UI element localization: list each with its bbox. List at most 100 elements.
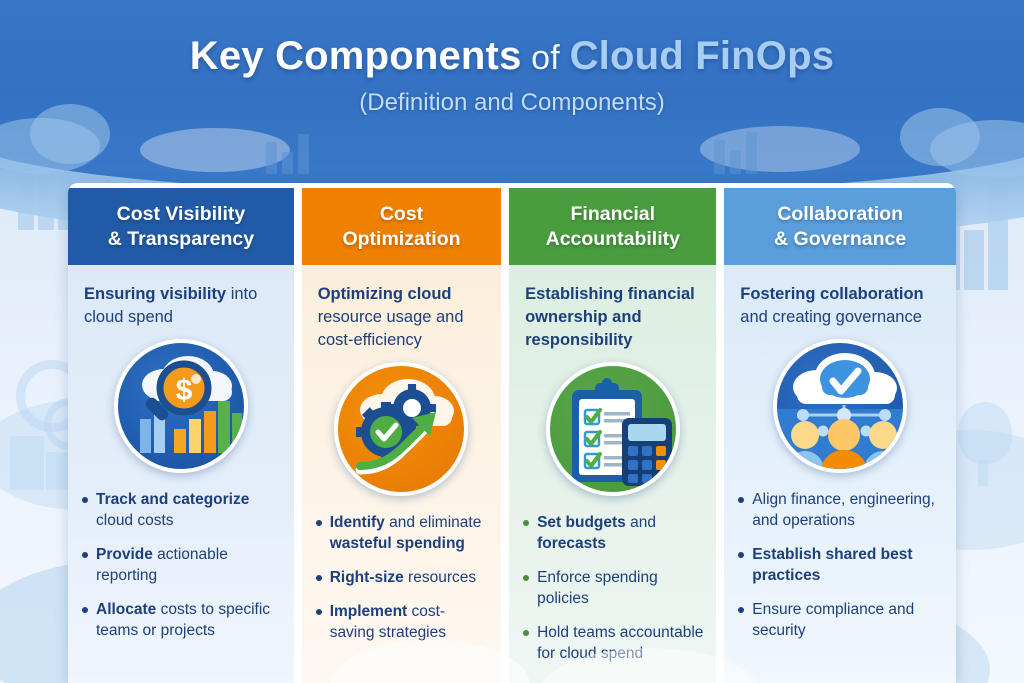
column-title-line2: Accountability	[545, 227, 680, 250]
bullet-dot-icon	[738, 497, 745, 503]
bullet-list-cost-visibility: Track and categorize cloud costs Provide…	[68, 481, 294, 683]
bullet-dot-icon	[523, 630, 530, 636]
list-item: Right-size resources	[315, 567, 490, 588]
list-item: Establish shared best practices	[738, 544, 944, 586]
page-title: Key Components of Cloud FinOps	[0, 32, 1024, 82]
title-primary: Key Components	[189, 34, 522, 78]
column-body-cost-optimization: Optimizing cloud resource usage and cost…	[301, 265, 502, 683]
bullet-bold2: wasteful spending	[329, 535, 465, 552]
bullet-dot-icon	[315, 609, 322, 615]
bullet-dot-icon	[82, 497, 88, 503]
column-description: Optimizing cloud resource usage and cost…	[302, 265, 502, 352]
list-item: Identify and eliminate wasteful spending	[315, 512, 490, 554]
column-body-financial-accountability: Establishing financial ownership and res…	[509, 265, 717, 683]
icon-zone: $	[68, 331, 294, 481]
bullet-bold: Identify	[329, 514, 385, 531]
decorative-bar	[746, 132, 757, 174]
page-subtitle: (Definition and Components)	[359, 89, 665, 116]
bullet-rest: Hold teams accountable for cloud spend	[537, 624, 704, 662]
column-header-financial-accountability: Financial Accountability	[509, 188, 717, 265]
column-description-bold: Fostering collaboration	[740, 285, 924, 303]
bullet-rest: actionable reporting	[96, 546, 228, 584]
components-card: Cost Visibility & Transparency Ensuring …	[68, 183, 956, 683]
column-divider	[501, 183, 510, 683]
icon-zone	[509, 354, 716, 504]
bullet-bold: Establish shared best practices	[752, 546, 913, 584]
column-body-cost-visibility: Ensuring visibility into cloud spend	[68, 265, 294, 683]
column-description-bold: Establishing financial ownership and res…	[525, 285, 695, 349]
decorative-tree	[958, 402, 1012, 464]
bullet-rest: resources	[403, 569, 477, 586]
column-description-rest: resource usage and cost-efficiency	[317, 308, 464, 349]
column-description-rest: and creating governance	[740, 308, 922, 326]
decorative-building	[10, 436, 44, 490]
title-connector: of	[521, 39, 570, 77]
title-accent: Cloud FinOps	[569, 34, 835, 78]
gears-check-growth-arrow-icon	[334, 362, 469, 496]
bullet-rest: and eliminate	[384, 514, 482, 531]
list-item: Enforce spending policies	[523, 567, 704, 609]
decorative-building	[46, 452, 72, 490]
list-item: Provide actionable reporting	[82, 544, 282, 586]
icon-zone	[724, 331, 956, 481]
clipboard-checklist-calculator-icon	[545, 362, 680, 496]
column-description: Ensuring visibility into cloud spend	[68, 265, 294, 329]
bullet-dot-icon	[82, 607, 88, 613]
bullet-dot-icon	[523, 575, 530, 581]
column-description-bold: Optimizing cloud	[317, 285, 452, 303]
bullet-rest: Ensure compliance and security	[752, 601, 915, 639]
header-cloud	[700, 126, 860, 172]
column-description-rest: into cloud spend	[84, 285, 258, 326]
bullet-bold: Allocate	[96, 601, 157, 618]
bullet-bold: Track and categorize	[96, 491, 250, 508]
decorative-bar	[964, 230, 984, 290]
column-title-line2: & Transparency	[107, 227, 255, 250]
bullet-bold: Provide	[96, 546, 153, 563]
column-title-line2: Optimization	[342, 227, 461, 250]
bullet-list-collaboration-governance: Align finance, engineering, and operatio…	[724, 481, 956, 683]
bullet-dot-icon	[523, 520, 530, 526]
header-cloud	[140, 128, 290, 172]
list-item: Align finance, engineering, and operatio…	[738, 489, 944, 531]
svg-text:$: $	[176, 374, 193, 407]
list-item: Set budgets and forecasts	[523, 512, 704, 554]
column-body-collaboration-governance: Fostering collaboration and creating gov…	[724, 265, 956, 683]
bullet-bold: Implement	[329, 603, 408, 620]
magnifier-dollar-cloud-chart-icon: $	[113, 339, 248, 473]
column-cost-optimization[interactable]: Cost Optimization Optimizing cloud resou…	[301, 183, 502, 683]
list-item: Implement cost-saving strategies	[315, 601, 490, 643]
decorative-bar	[282, 152, 293, 174]
column-cost-visibility-transparency[interactable]: Cost Visibility & Transparency Ensuring …	[68, 183, 294, 683]
list-item: Allocate costs to specific teams or proj…	[82, 599, 282, 641]
bullet-rest: cloud costs	[96, 512, 174, 529]
column-header-cost-visibility: Cost Visibility & Transparency	[68, 188, 294, 265]
title-block: Key Components of Cloud FinOps (Definiti…	[0, 32, 1024, 118]
decorative-bar	[298, 134, 309, 174]
list-item: Ensure compliance and security	[738, 599, 944, 641]
decorative-bar	[266, 142, 277, 174]
column-divider	[293, 183, 302, 683]
header-cloud	[30, 104, 110, 164]
decorative-bar	[714, 140, 725, 174]
column-title-line1: Cost Visibility	[116, 202, 246, 225]
bullet-dot-icon	[315, 575, 322, 581]
column-financial-accountability[interactable]: Financial Accountability Establishing fi…	[509, 183, 717, 683]
bullet-list-financial-accountability: Set budgets and forecasts Enforce spendi…	[509, 504, 716, 683]
column-title-line1: Financial	[570, 202, 656, 225]
bullet-list-cost-optimization: Identify and eliminate wasteful spending…	[302, 504, 502, 683]
column-collaboration-governance[interactable]: Collaboration & Governance Fostering col…	[724, 183, 956, 683]
decorative-tree-trunk	[978, 460, 988, 486]
bullet-dot-icon	[738, 552, 745, 558]
column-title-line1: Cost	[379, 202, 424, 225]
bullet-rest: Align finance, engineering, and operatio…	[752, 491, 935, 529]
column-description: Fostering collaboration and creating gov…	[724, 265, 956, 329]
bullet-bold2: forecasts	[537, 535, 607, 552]
bullet-dot-icon	[738, 607, 745, 613]
bullet-rest: and	[625, 514, 656, 531]
header-band	[0, 0, 1024, 195]
bullet-rest: Enforce spending policies	[537, 569, 658, 607]
bullet-dot-icon	[315, 520, 322, 526]
column-header-collaboration-governance: Collaboration & Governance	[724, 188, 956, 265]
column-description-bold: Ensuring visibility	[84, 285, 227, 303]
column-title-line2: & Governance	[774, 227, 907, 250]
